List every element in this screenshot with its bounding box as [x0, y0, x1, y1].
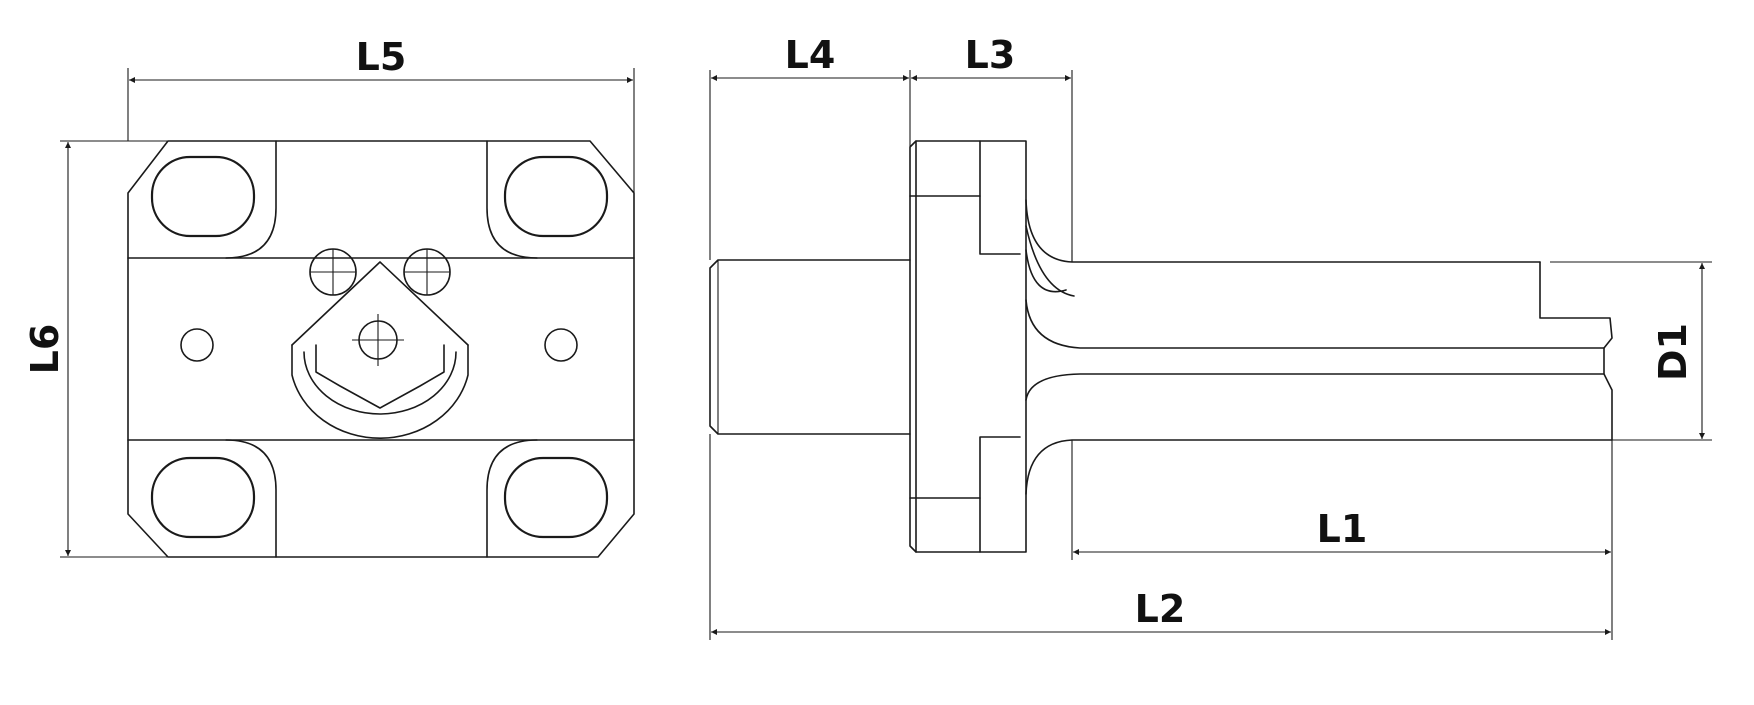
dimension-l4: L4 — [709, 33, 911, 260]
cutting-head — [1539, 261, 1613, 441]
clamp-pocket-top-left — [225, 140, 277, 259]
label-l2: L2 — [1135, 587, 1186, 631]
rear-shank — [709, 259, 911, 435]
label-l1: L1 — [1317, 507, 1368, 551]
dimension-l2: L2 — [709, 434, 1611, 640]
label-d1: D1 — [1651, 323, 1695, 381]
slot-hole-top-left — [150, 155, 256, 238]
slot-hole-top-right — [503, 155, 609, 238]
dimension-l5: L5 — [127, 35, 635, 193]
front-view: L5 L6 — [23, 35, 635, 558]
front-plate-outline — [127, 140, 635, 558]
label-l6: L6 — [23, 324, 67, 375]
pin-hole-right — [544, 328, 578, 362]
pin-hole-left — [180, 328, 214, 362]
dimension-l1: L1 — [1071, 440, 1613, 640]
label-l3: L3 — [965, 33, 1016, 77]
flange — [909, 140, 1027, 553]
clamp-pocket-bottom-right — [486, 439, 538, 558]
locating-hole-right — [403, 248, 451, 296]
locating-hole-left — [309, 248, 357, 296]
dimension-d1: D1 — [1550, 261, 1712, 441]
central-bore — [291, 261, 469, 439]
clamp-pocket-top-right — [486, 140, 538, 259]
label-l4: L4 — [785, 33, 836, 77]
slot-hole-bottom-right — [503, 456, 609, 539]
tool-body-upper — [1025, 199, 1541, 263]
side-view: L4 L3 D1 L1 L2 — [709, 33, 1712, 640]
dimension-l6: L6 — [23, 140, 168, 558]
tool-body-lower — [1025, 439, 1613, 495]
dimension-l3: L3 — [911, 33, 1073, 262]
label-l5: L5 — [356, 35, 407, 79]
slot-hole-bottom-left — [150, 456, 256, 539]
clamp-pocket-bottom-left — [225, 439, 277, 558]
